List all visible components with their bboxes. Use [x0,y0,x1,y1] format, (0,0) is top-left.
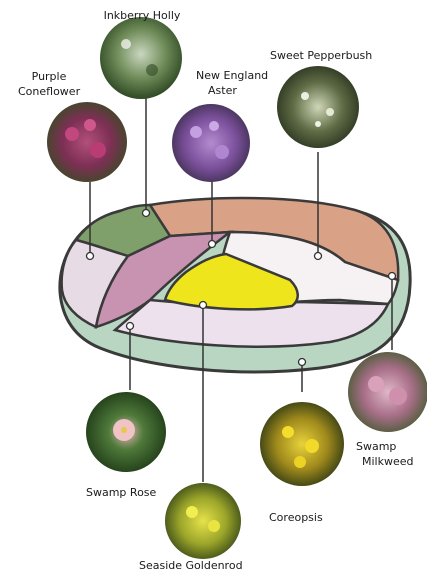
swamp-rose-photo [86,392,166,472]
label-purple-coneflower-line1: Purple [18,70,80,84]
label-swamp-rose: Swamp Rose [86,486,156,500]
label-new-england-aster-line2: Aster [208,84,237,98]
label-coreopsis: Coreopsis [269,511,323,525]
label-new-england-aster-line1: New England [196,69,268,83]
sweet-pepperbush-photo [277,66,359,148]
label-inkberry-holly: Inkberry Holly [96,9,188,23]
seaside-goldenrod-photo [165,483,241,559]
garden-bed [60,198,410,372]
new-england-aster-photo [172,104,250,182]
coreopsis-photo [260,402,344,486]
label-sweet-pepperbush: Sweet Pepperbush [270,49,372,63]
purple-coneflower-photo [47,102,127,182]
label-swamp-milkweed-line2: Milkweed [362,455,414,469]
label-swamp-milkweed-line1: Swamp [356,440,396,454]
swamp-milkweed-photo [348,352,427,432]
label-purple-coneflower-line2: Coneflower [18,85,80,99]
label-seaside-goldenrod: Seaside Goldenrod [139,559,243,573]
inkberry-holly-photo [100,17,182,99]
